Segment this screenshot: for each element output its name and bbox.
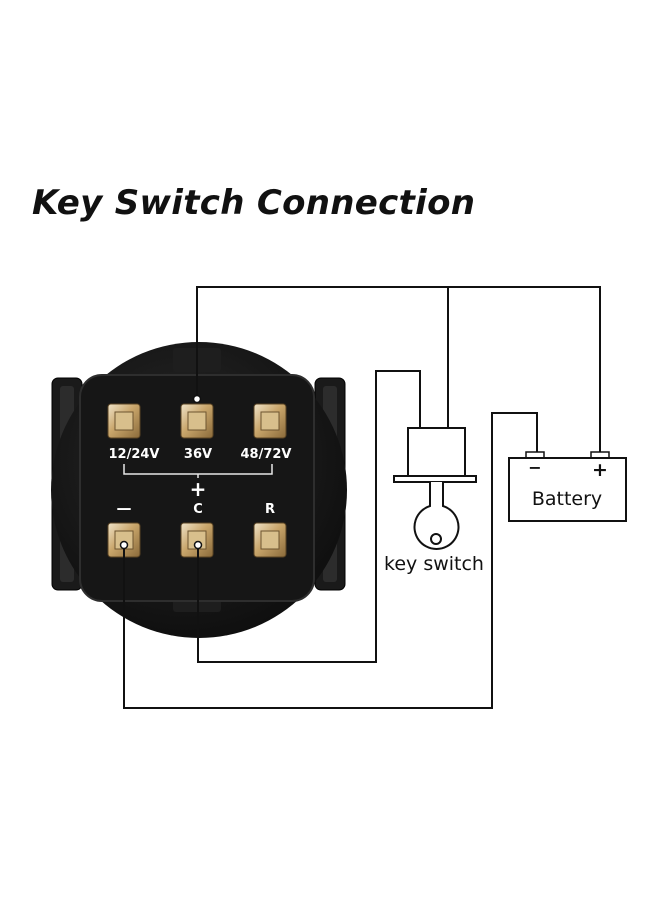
- terminal-12-24v: [107, 403, 141, 439]
- key-hole: [430, 533, 442, 545]
- battery-body: [508, 457, 627, 522]
- battery-label: Battery: [532, 488, 602, 510]
- label-48-72v: 48/72V: [241, 447, 292, 462]
- label-12-24v: 12/24V: [109, 447, 160, 462]
- key-icon: [413, 482, 460, 551]
- label-r: R: [265, 502, 275, 517]
- terminal-r: [253, 522, 287, 558]
- wires: [123, 286, 601, 709]
- label-negative: —: [117, 499, 132, 517]
- key-switch-flange: [393, 475, 477, 483]
- label-36v: 36V: [184, 447, 212, 462]
- connection-dot-c: [193, 540, 203, 550]
- wire-negative-to-battery-negative: [123, 412, 538, 709]
- wire-36v-to-battery-positive: [196, 286, 601, 455]
- diagram-title: Key Switch Connection: [32, 183, 476, 223]
- key-switch-label: key switch: [384, 553, 484, 575]
- battery-negative-symbol: −: [528, 458, 541, 477]
- key-switch: [393, 427, 477, 551]
- connection-dot-36v: [192, 394, 202, 404]
- key-switch-body: [407, 427, 466, 477]
- battery-positive-symbol: +: [592, 459, 608, 481]
- connection-dot-negative: [119, 540, 129, 550]
- wire-c-to-key-switch: [197, 370, 421, 663]
- terminal-48-72v: [253, 403, 287, 439]
- positive-bracket: [123, 464, 273, 478]
- battery: − + Battery: [508, 451, 627, 522]
- terminal-36v: [180, 403, 214, 439]
- positive-symbol: +: [190, 477, 207, 501]
- label-c: C: [193, 502, 203, 517]
